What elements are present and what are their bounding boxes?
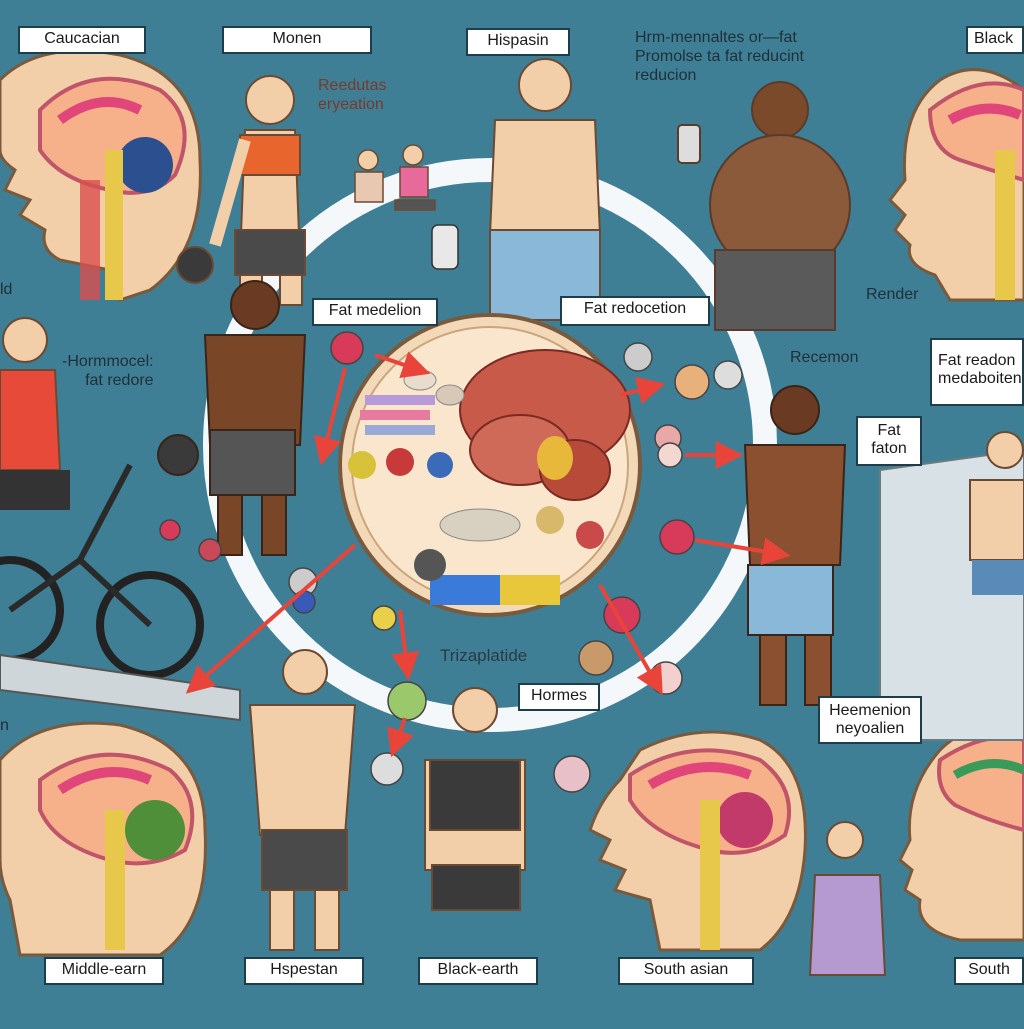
person-bleacher-group — [879, 431, 1024, 741]
label-hormone-regulation-line2: neyoalien — [835, 720, 905, 737]
person-athlete-dark — [157, 280, 307, 556]
label-hormone-regulation-line1: Heemenion — [829, 702, 911, 719]
label-fat-fation: Fat faton — [856, 416, 922, 466]
person-seated-women — [354, 144, 459, 270]
label-drug-name: Trizaplatide — [440, 646, 528, 665]
label-fat-mediation: Fat medelion — [312, 298, 438, 326]
label-south-asian: South asian — [618, 957, 754, 985]
label-caucasian: Caucacian — [18, 26, 146, 54]
person-woman-right-bottom — [808, 821, 887, 976]
note-hormone-fat: -Hormmocel: fat redore — [62, 352, 154, 390]
brain-head-top-right — [888, 68, 1024, 302]
note-hormones-line2: Promolse ta fat reducint — [635, 48, 804, 65]
note-hormones-line1: Hrm-mennaltes or—fat — [635, 29, 797, 46]
molecule-nodes — [159, 331, 743, 793]
label-fat-reduction-center: Fat redocetion — [560, 296, 710, 326]
person-woman-bottom — [424, 687, 526, 911]
left-edge-text: ld — [0, 281, 13, 298]
label-hormones: Hormes — [518, 683, 600, 711]
brain-head-bottom-center — [588, 730, 807, 952]
label-hispanic: Hispasin — [466, 28, 570, 56]
note-reduces: Reedutas eryeation — [318, 76, 387, 114]
label-black: Black — [966, 26, 1024, 54]
note-hormones-line3: reducion — [635, 67, 697, 84]
person-woman-dumbbell — [176, 75, 306, 306]
person-heavy-man — [677, 81, 851, 331]
label-fat-fation-line2: faton — [871, 440, 907, 457]
note-reduces-line2: eryeation — [318, 96, 384, 113]
label-south: South — [954, 957, 1024, 985]
brain-head-top-left — [0, 49, 202, 302]
person-cyclist — [0, 317, 241, 722]
label-black-bottom: Black-earth — [418, 957, 538, 985]
flow-arrows — [185, 351, 791, 758]
left-bottom-edge-text: n — [0, 717, 9, 734]
person-runner-right — [743, 385, 847, 706]
label-fat-reduction-right: Fat readon medaboiten — [930, 338, 1024, 406]
brain-head-bottom-right — [898, 718, 1024, 942]
note-hormones: Hrm-mennaltes or—fat Promolse ta fat red… — [635, 28, 804, 85]
label-middle-eastern: Middle-earn — [44, 957, 164, 985]
brain-head-bottom-left — [0, 721, 207, 957]
label-fat-reduction-right-line1: Fat readon — [938, 352, 1016, 369]
note-reduces-line1: Reedutas — [318, 77, 387, 94]
person-hispanic-man — [488, 58, 602, 321]
label-recemon: Recemon — [790, 349, 859, 366]
label-hispanic-bottom: Hspestan — [244, 957, 364, 985]
note-hormone-fat-line2: fat redore — [85, 372, 154, 389]
note-hormone-fat-line1: -Hormmocel: — [62, 353, 154, 370]
label-fat-fation-line1: Fat — [877, 422, 901, 439]
label-women: Monen — [222, 26, 372, 54]
label-hormone-regulation: Heemenion neyoalien — [818, 696, 922, 744]
label-fat-reduction-right-line2: medaboiten — [938, 370, 1022, 387]
label-reader: Render — [866, 286, 919, 303]
person-man-bottom — [248, 649, 357, 951]
